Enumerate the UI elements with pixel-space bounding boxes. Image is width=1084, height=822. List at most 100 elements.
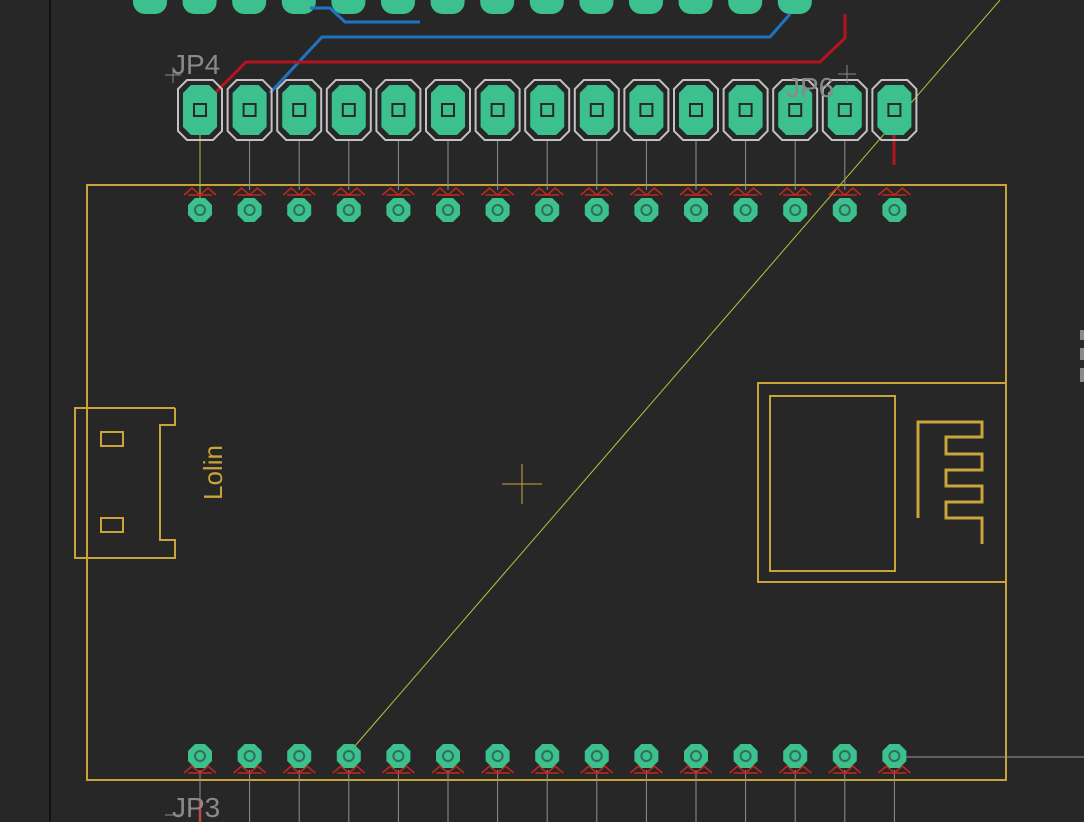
top-header-pad-11[interactable]	[629, 0, 663, 14]
thermal-top-1	[183, 187, 217, 196]
thermal-top-7	[481, 187, 515, 196]
thermal-top-11	[679, 187, 713, 196]
thermal-top-2	[233, 187, 267, 196]
module-top-pad-4[interactable]	[336, 198, 361, 222]
jp4-pad-4[interactable]	[325, 79, 372, 141]
jp6-origin-marker	[838, 65, 856, 83]
top-header-pad-8[interactable]	[480, 0, 515, 14]
bottom-layer-trace-short[interactable]	[310, 6, 420, 24]
jp3-label[interactable]: JP3	[172, 792, 220, 822]
thermal-bottom-12	[729, 765, 763, 774]
module-bottom-pad-13[interactable]	[783, 744, 808, 768]
jp4-pad-13[interactable]	[772, 79, 819, 141]
module-top-pad-2[interactable]	[237, 198, 262, 222]
module-bottom-pad-15[interactable]	[882, 744, 907, 768]
module-top-pad-row[interactable]	[188, 198, 907, 222]
usb-connector-outline	[74, 407, 176, 559]
module-bottom-pad-11[interactable]	[684, 744, 708, 768]
jp4-pad-10[interactable]	[623, 79, 670, 141]
jp4-pad-6[interactable]	[425, 79, 471, 141]
jp4-origin-marker	[165, 67, 181, 83]
thermal-top-14	[828, 187, 862, 196]
jp4-pad-15[interactable]	[871, 79, 918, 141]
jp4-label[interactable]: JP4	[172, 49, 220, 80]
jp4-pad-8[interactable]	[524, 79, 571, 141]
top-header-pad-4[interactable]	[281, 0, 316, 14]
thermal-bottom-6	[431, 765, 465, 774]
thermal-bottom-10	[629, 765, 663, 774]
module-top-pad-6[interactable]	[436, 198, 460, 222]
module-top-pad-1[interactable]	[188, 198, 212, 222]
module-bottom-pad-10[interactable]	[634, 744, 659, 768]
module-top-pad-15[interactable]	[882, 198, 907, 222]
top-header-pad-13[interactable]	[728, 0, 763, 14]
module-top-pad-10[interactable]	[634, 198, 659, 222]
module-top-pad-7[interactable]	[485, 198, 510, 222]
thermal-top-3	[282, 187, 316, 196]
thermal-bottom-8	[530, 765, 564, 774]
module-bottom-pad-14[interactable]	[832, 744, 857, 768]
top-header-pad-3[interactable]	[232, 0, 267, 14]
top-header-pad-1[interactable]	[133, 0, 167, 14]
jp4-pad-14[interactable]	[821, 79, 868, 141]
module-bottom-pad-row[interactable]	[188, 744, 907, 768]
module-bottom-pad-12[interactable]	[733, 744, 758, 768]
jp4-pad-5[interactable]	[375, 79, 422, 141]
module-bottom-pad-4[interactable]	[336, 744, 361, 768]
module-bottom-pad-7[interactable]	[485, 744, 510, 768]
thermal-top-5	[381, 187, 415, 196]
jp4-pad-9[interactable]	[573, 79, 620, 141]
jp6-label[interactable]: JP6	[786, 72, 834, 103]
top-header-pad-9[interactable]	[529, 0, 564, 14]
module-bottom-pad-6[interactable]	[436, 744, 460, 768]
thermal-bottom-13	[778, 765, 812, 774]
bottom-link-wires	[199, 770, 895, 822]
module-top-pad-11[interactable]	[684, 198, 708, 222]
module-top-pad-14[interactable]	[832, 198, 857, 222]
offscreen-label-fragment	[1080, 330, 1084, 382]
top-header-pad-5[interactable]	[331, 0, 366, 14]
top-header-pad-10[interactable]	[579, 0, 614, 14]
thermal-top-6	[431, 187, 465, 196]
thermal-bottom-2	[233, 765, 267, 774]
module-top-pad-8[interactable]	[535, 198, 560, 222]
jp4-pad-12[interactable]	[722, 79, 769, 141]
module-top-pad-12[interactable]	[733, 198, 758, 222]
thermal-top-10	[629, 187, 663, 196]
thermal-bottom-7	[481, 765, 515, 774]
module-bottom-pad-2[interactable]	[237, 744, 262, 768]
top-header-pad-7[interactable]	[430, 0, 465, 14]
jp4-pad-11[interactable]	[673, 79, 719, 141]
usb-slot-top	[100, 431, 124, 447]
jp4-pad-3[interactable]	[276, 79, 323, 141]
top-header-pad-6[interactable]	[381, 0, 415, 14]
thermal-top-13	[778, 187, 812, 196]
header-link-wires	[249, 140, 846, 190]
top-header-pad-14[interactable]	[777, 0, 812, 14]
thermal-top-12	[729, 187, 763, 196]
module-top-pad-9[interactable]	[584, 198, 609, 222]
module-top-pad-3[interactable]	[287, 198, 312, 222]
bottom-layer-trace[interactable]	[268, 13, 792, 95]
jp4-header-pads[interactable]	[177, 79, 918, 141]
jp4-pad-2[interactable]	[226, 79, 273, 141]
module-bottom-pad-8[interactable]	[535, 744, 560, 768]
module-top-pad-13[interactable]	[783, 198, 808, 222]
antenna-outline	[916, 420, 984, 544]
module-top-pad-5[interactable]	[386, 198, 411, 222]
top-header-pad-12[interactable]	[678, 0, 713, 14]
top-header-pad-2[interactable]	[182, 0, 217, 14]
thermal-bottom-15	[877, 765, 911, 774]
module-bottom-pad-9[interactable]	[584, 744, 609, 768]
module-bottom-pad-1[interactable]	[188, 744, 212, 768]
jp4-pad-1[interactable]	[177, 79, 223, 141]
module-bottom-pad-5[interactable]	[386, 744, 411, 768]
jp4-pad-7[interactable]	[474, 79, 521, 141]
module-bottom-pad-3[interactable]	[287, 744, 312, 768]
thermal-bottom-9	[580, 765, 614, 774]
usb-slot-bottom	[100, 517, 124, 533]
origin-crosshair	[502, 464, 542, 504]
top-layer-trace[interactable]	[198, 14, 847, 110]
